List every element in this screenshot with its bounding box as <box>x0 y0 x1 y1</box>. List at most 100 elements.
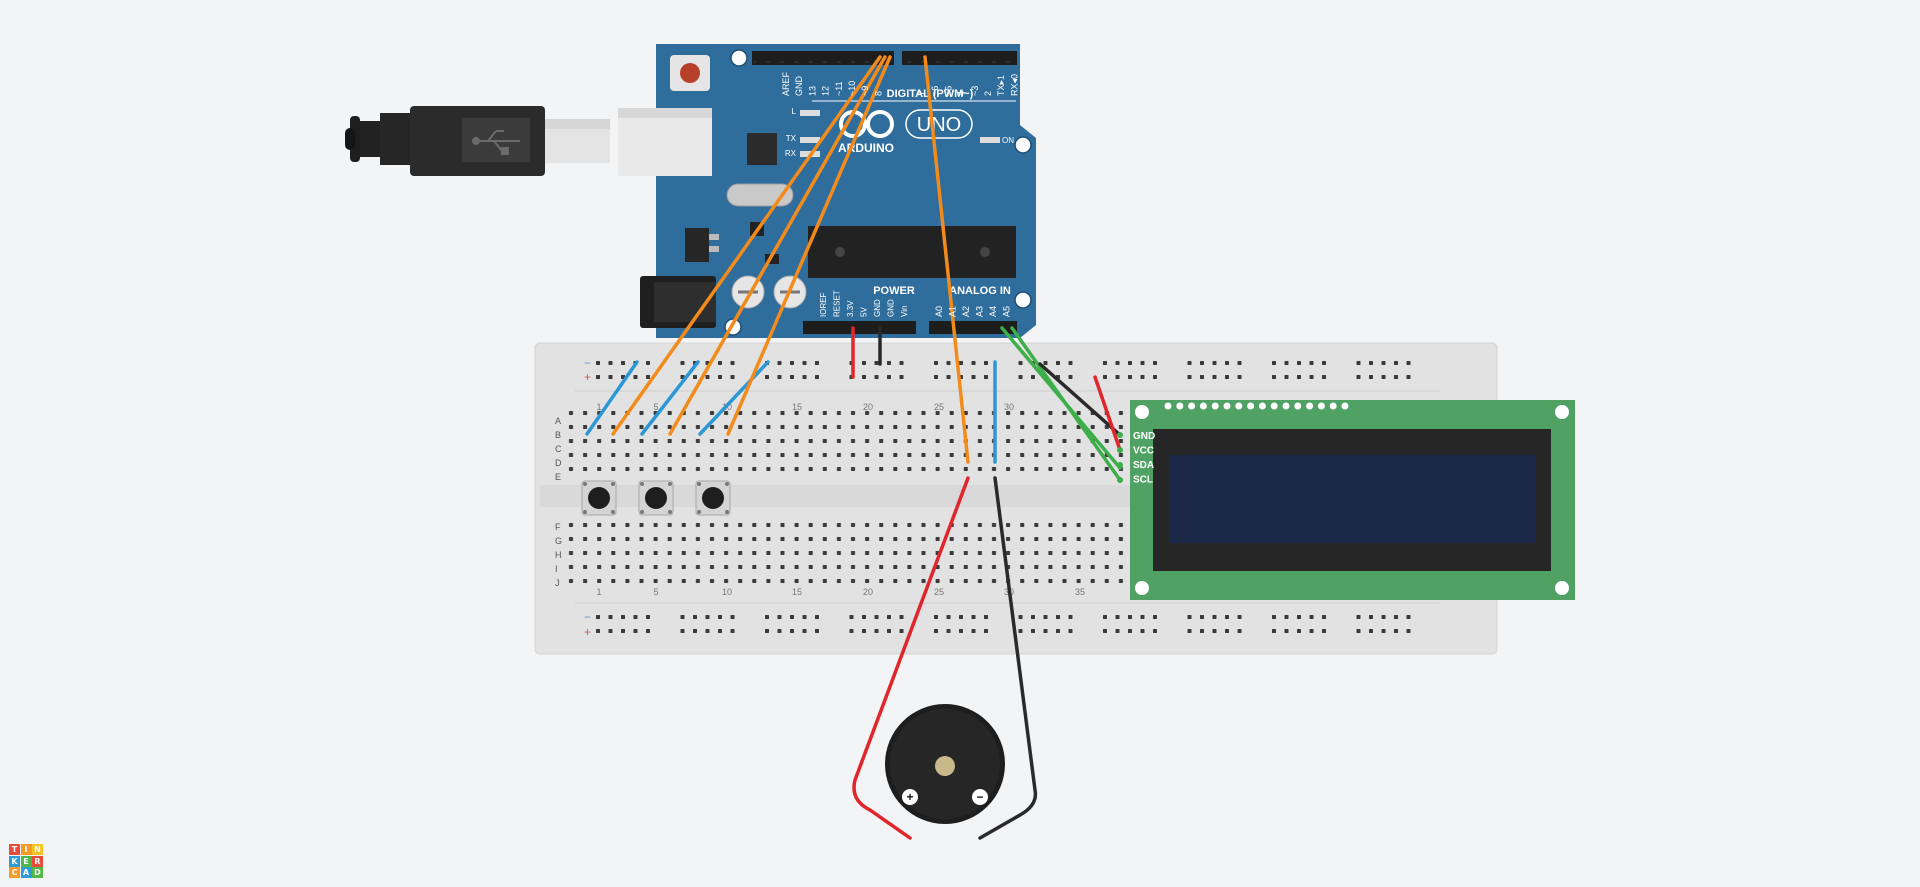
power-rail-bottom[interactable] <box>596 615 1411 633</box>
wire-orange-1[interactable] <box>611 55 882 436</box>
pin-label: A5 <box>1002 306 1012 317</box>
row-label: F <box>555 522 561 532</box>
pin-label: GND <box>887 299 896 317</box>
pin-label: 3.3V <box>846 300 855 317</box>
logo-letter: T <box>9 844 20 855</box>
column-label: 20 <box>863 402 873 412</box>
rail-plus-bottom: + <box>584 625 591 639</box>
wire-blue-3[interactable] <box>698 360 770 436</box>
logo-letter: A <box>20 867 32 878</box>
analog-header <box>929 321 1017 334</box>
pin-label: 4 <box>957 91 967 96</box>
logo-letter: I <box>20 844 32 855</box>
wire-orange-3[interactable] <box>726 55 892 436</box>
buzzer-minus-terminal[interactable] <box>972 789 988 805</box>
row-label: D <box>555 458 562 468</box>
logo-letter: C <box>9 867 20 878</box>
power-rail-top[interactable] <box>596 361 1411 379</box>
pin-label: TX▸1 <box>996 75 1006 96</box>
pin-label: Vin <box>900 306 909 317</box>
pin-label: ~3 <box>970 86 980 96</box>
wire-blue-1[interactable] <box>585 360 639 436</box>
pin-label: A2 <box>961 306 971 317</box>
column-label: 5 <box>653 587 658 597</box>
buzzer-plus-terminal[interactable] <box>902 789 918 805</box>
pin-label: A3 <box>975 306 985 317</box>
column-label: 20 <box>863 587 873 597</box>
lcd-header-pads <box>1164 402 1349 410</box>
reset-button[interactable] <box>670 55 710 91</box>
analog-in-label: ANALOG IN <box>949 285 1011 297</box>
led-rx-label: RX <box>785 149 797 158</box>
column-label: 1 <box>596 402 601 412</box>
lcd-screen <box>1169 455 1535 543</box>
on-label: ON <box>1002 136 1014 145</box>
wire-red-buzzer[interactable] <box>852 476 970 840</box>
terminal-strip-bottom[interactable] <box>568 513 1124 583</box>
column-label: 25 <box>934 402 944 412</box>
arduino-model: UNO <box>917 114 961 136</box>
atmega-chip <box>808 226 1016 278</box>
buzzer-minus-label: − <box>976 790 983 804</box>
rail-plus-top: + <box>584 370 591 384</box>
usb-symbol-icon <box>472 130 520 155</box>
wire-green-scl[interactable] <box>1010 326 1122 482</box>
logo-letter: R <box>32 855 43 867</box>
terminal-strip-top[interactable] <box>568 407 1124 477</box>
pin-label: 5V <box>860 307 869 317</box>
arduino-uno-board[interactable]: DIGITAL (PWM~) L TX RX ON ARDUINO UNO PO… <box>618 44 1036 338</box>
usb-cable[interactable] <box>345 106 610 176</box>
pin-label: 8 <box>873 91 883 96</box>
pin-label: AREF <box>781 71 791 96</box>
logo-letter: D <box>32 867 43 878</box>
column-label: 25 <box>934 587 944 597</box>
column-label: 15 <box>792 402 802 412</box>
row-label: C <box>555 444 562 454</box>
led-on <box>980 137 1000 143</box>
wire-black-lcd-gnd[interactable] <box>1038 362 1122 437</box>
pin-label: ~6 <box>930 86 940 96</box>
buzzer-plus-label: + <box>906 790 913 804</box>
row-label: H <box>555 550 562 560</box>
pin-label: RX◂0 <box>1009 74 1019 96</box>
wire-red-lcd-vcc[interactable] <box>1093 375 1122 452</box>
pin-label: IOREF <box>819 292 828 317</box>
rail-minus-top: − <box>584 356 591 370</box>
wire-orange-4[interactable] <box>923 55 970 464</box>
wire-blue-2[interactable] <box>640 360 700 436</box>
row-label: B <box>555 430 561 440</box>
wire-black-buzzer[interactable] <box>978 476 1038 840</box>
pin-label: ~10 <box>847 81 857 96</box>
piezo-buzzer[interactable]: + − <box>885 704 1005 824</box>
pushbutton-1[interactable] <box>581 480 617 516</box>
pin-label: 13 <box>807 86 817 96</box>
led-l <box>800 110 820 116</box>
led-tx <box>800 137 820 143</box>
pushbutton-3[interactable] <box>695 480 731 516</box>
pushbutton-2[interactable] <box>638 480 674 516</box>
wire-orange-2[interactable] <box>668 55 887 436</box>
logo-letter: E <box>20 855 32 867</box>
column-label: 10 <box>722 587 732 597</box>
logo-letter: K <box>9 855 20 867</box>
power-label: POWER <box>873 285 915 297</box>
pin-label: RESET <box>833 290 842 317</box>
row-label: E <box>555 472 561 482</box>
led-tx-label: TX <box>786 134 797 143</box>
logo-letter: N <box>32 844 43 855</box>
pin-label: 12 <box>821 86 831 96</box>
led-l-label: L <box>792 107 797 116</box>
row-label: G <box>555 536 562 546</box>
rail-minus-bottom: − <box>584 610 591 624</box>
column-label: 15 <box>792 587 802 597</box>
column-label: 5 <box>653 402 658 412</box>
pin-label: A1 <box>948 306 958 317</box>
